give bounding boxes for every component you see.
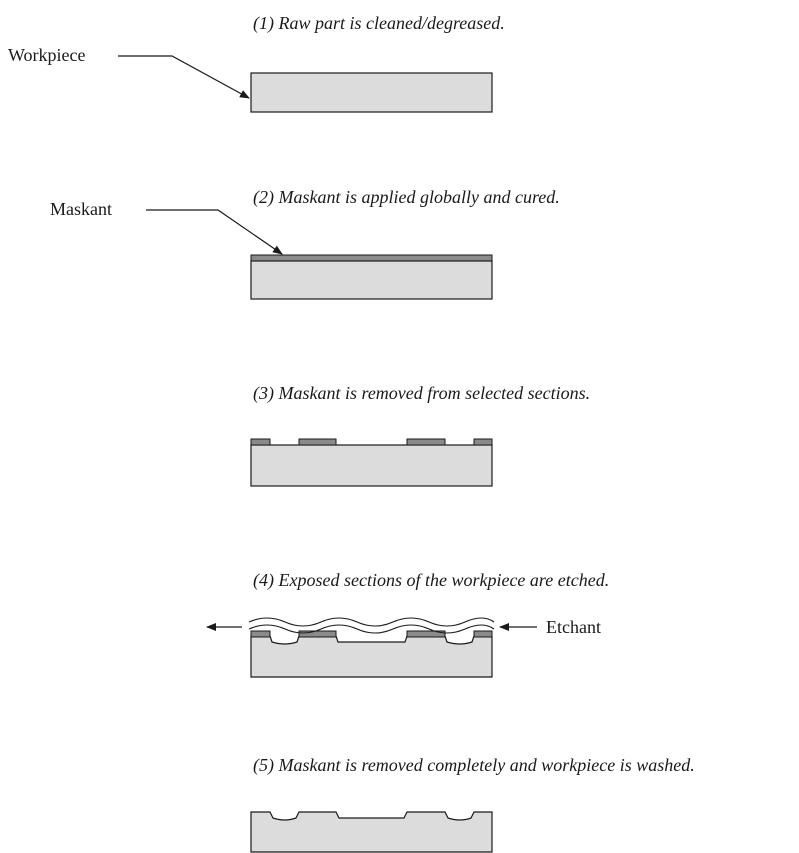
maskant-strip [298,630,337,638]
workpiece-block [250,72,493,113]
step-1-caption: (1) Raw part is cleaned/degreased. [253,13,505,33]
maskant-leader-arrow [146,209,283,255]
maskant-strip [473,438,493,446]
step-4-figure [206,617,537,678]
finished-workpiece [250,811,493,853]
step-2-caption: (2) Maskant is applied globally and cure… [253,187,560,207]
step-3-caption: (3) Maskant is removed from selected sec… [253,383,591,403]
step-5-figure [250,811,493,853]
step-3-figure [250,438,493,487]
etched-workpiece [250,635,493,678]
workpiece-block [250,260,493,300]
etchant-wave [248,617,495,627]
maskant-strip [406,630,446,638]
etchant-label: Etchant [546,617,601,637]
step-2-figure [146,209,493,300]
workpiece-leader-arrow [118,55,250,99]
step-5-caption: (5) Maskant is removed completely and wo… [253,755,695,775]
maskant-strip [250,438,271,446]
maskant-strip [250,630,271,638]
maskant-strip [473,630,493,638]
maskant-label: Maskant [50,199,112,219]
workpiece-block [250,444,493,487]
workpiece-label: Workpiece [8,45,86,65]
etchant-wave [248,624,495,634]
step-4-caption: (4) Exposed sections of the workpiece ar… [253,570,610,590]
maskant-strip [298,438,337,446]
maskant-layer [250,254,493,262]
step-1-figure [118,55,493,113]
maskant-strip [406,438,446,446]
